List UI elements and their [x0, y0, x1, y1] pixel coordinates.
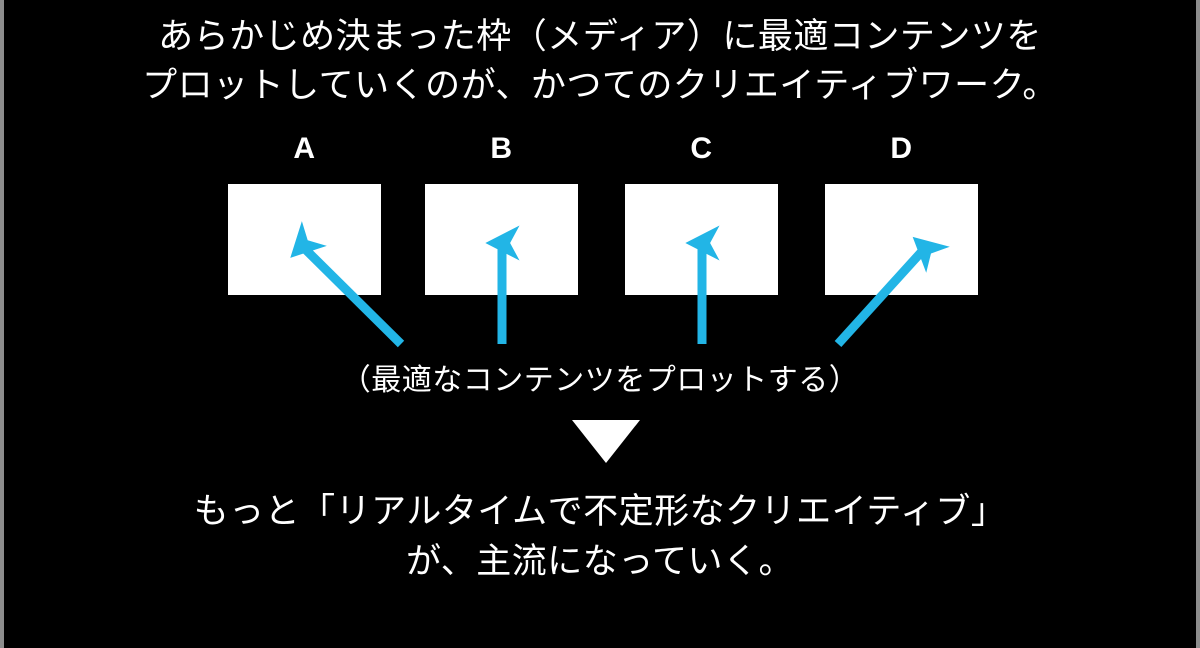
frame-label-c: C — [690, 132, 713, 165]
frame-label-b: B — [490, 132, 513, 165]
conclusion-line-1: もっと「リアルタイムで不定形なクリエイティブ」 — [193, 492, 1007, 531]
headline-line-2: プロットしていくのが、かつてのクリエイティブワーク。 — [142, 66, 1058, 105]
media-frame-a — [228, 184, 381, 295]
left-gutter — [0, 0, 4, 648]
triangle-down-icon — [572, 420, 640, 463]
media-frame-c — [625, 184, 778, 295]
frame-label-d: D — [890, 132, 913, 165]
conclusion: もっと「リアルタイムで不定形なクリエイティブ」 が、主流になっていく。 — [0, 487, 1200, 586]
conclusion-line-2: が、主流になっていく。 — [405, 541, 795, 581]
media-frame-b — [425, 184, 578, 295]
plot-caption: （最適なコンテンツをプロットする） — [340, 364, 860, 397]
headline: あらかじめ決まった枠（メディア）に最適コンテンツを プロットしていくのが、かつて… — [0, 12, 1200, 110]
headline-line-1: あらかじめ決まった枠（メディア）に最適コンテンツを — [158, 17, 1042, 56]
frame-label-a: A — [293, 132, 316, 165]
media-frame-d — [825, 184, 978, 295]
right-gutter — [1196, 0, 1200, 648]
